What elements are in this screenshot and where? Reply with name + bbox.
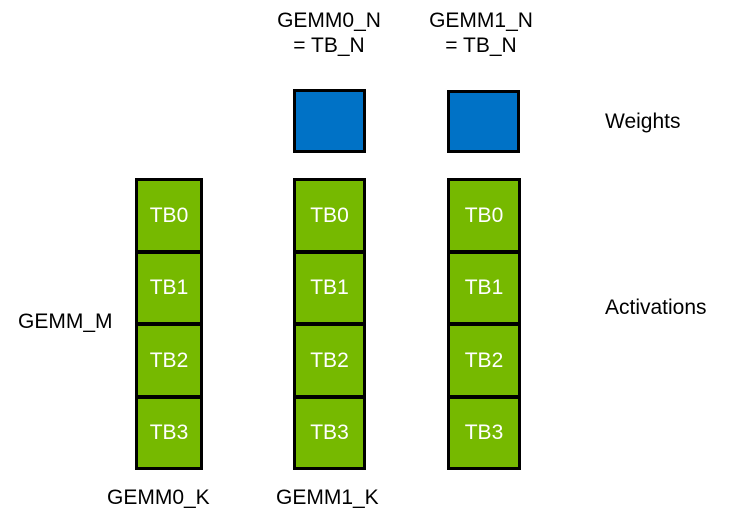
activations-column-1: TB0 TB1 TB2 TB3: [293, 178, 366, 470]
tb1-label: TB1: [310, 276, 349, 300]
label-gemm1-n-line1: GEMM1_N: [429, 9, 533, 32]
tb1-label: TB1: [464, 276, 504, 300]
label-gemm1-k: GEMM1_K: [276, 486, 379, 509]
tb0-label: TB0: [310, 203, 349, 227]
label-weights: Weights: [605, 110, 681, 133]
label-gemm1-n: GEMM1_N = TB_N: [411, 8, 551, 58]
tb2-label: TB2: [464, 348, 504, 372]
label-gemm0-k: GEMM0_K: [107, 486, 210, 509]
label-gemm0-n-line2: = TB_N: [293, 34, 365, 57]
activations-column-2: TB0 TB1 TB2 TB3: [447, 178, 521, 470]
tb3-label: TB3: [464, 421, 504, 445]
weights-block-gemm0: [293, 89, 366, 153]
tb1-block: TB1: [135, 250, 203, 325]
weights-block-gemm1: [447, 90, 520, 153]
tb2-block: TB2: [447, 323, 521, 398]
activations-column-0: TB0 TB1 TB2 TB3: [135, 178, 203, 470]
tb2-block: TB2: [135, 323, 203, 398]
tb1-block: TB1: [293, 250, 366, 325]
label-gemm1-n-line2: = TB_N: [445, 34, 517, 57]
tb0-block: TB0: [447, 178, 521, 253]
tb2-label: TB2: [149, 348, 189, 372]
tb0-label: TB0: [464, 203, 504, 227]
tb3-block: TB3: [447, 395, 521, 470]
tb1-block: TB1: [447, 250, 521, 325]
tb3-block: TB3: [293, 395, 366, 470]
tb2-block: TB2: [293, 323, 366, 398]
label-gemm0-n-line1: GEMM0_N: [277, 9, 381, 32]
tb3-label: TB3: [310, 421, 349, 445]
tb3-label: TB3: [149, 421, 189, 445]
label-gemm-m: GEMM_M: [18, 310, 113, 333]
tb1-label: TB1: [149, 276, 189, 300]
tb3-block: TB3: [135, 395, 203, 470]
tb0-block: TB0: [135, 178, 203, 253]
label-gemm0-n: GEMM0_N = TB_N: [259, 8, 399, 58]
tb2-label: TB2: [310, 348, 349, 372]
tb0-block: TB0: [293, 178, 366, 253]
label-activations: Activations: [605, 296, 707, 319]
tb0-label: TB0: [149, 203, 189, 227]
